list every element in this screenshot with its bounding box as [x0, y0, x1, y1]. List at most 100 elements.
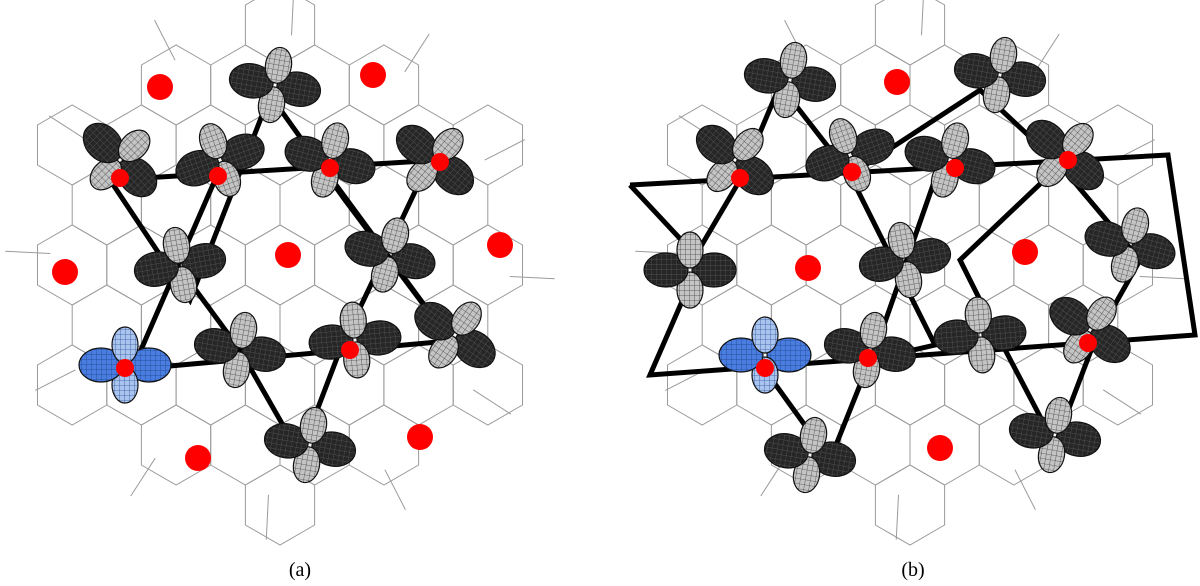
orbital-lobe [887, 221, 916, 259]
lattice-site [487, 232, 513, 258]
orbital-lobe [220, 133, 265, 171]
lattice-site [275, 242, 301, 268]
orbital-lobe [1056, 421, 1102, 457]
orbital-lobe [791, 66, 837, 102]
orbital-lobe [193, 328, 239, 364]
lattice-site [52, 259, 78, 285]
orbital-lobe [276, 71, 322, 107]
orbital-lobe [228, 63, 274, 99]
grid-spoke [1014, 469, 1036, 510]
orbital [1084, 207, 1176, 283]
orbital-lobe [643, 252, 689, 288]
grid-spoke [472, 389, 512, 415]
orbital [308, 301, 402, 379]
lattice-site [843, 163, 861, 181]
orbital-lobe [731, 127, 764, 162]
orbital-lobe [370, 256, 399, 293]
orbital [175, 123, 265, 197]
grid-spoke [35, 369, 76, 391]
grid-spoke [154, 20, 176, 61]
bond-line [167, 158, 433, 461]
grid-lines [5, 0, 555, 546]
grid-spoke [1034, 33, 1060, 73]
orbital [1049, 296, 1131, 364]
lattice-site [1012, 239, 1038, 265]
lattice-site [1059, 151, 1077, 169]
grid-spoke [290, 0, 294, 36]
orbital-lobe [263, 423, 309, 459]
orbital-lobe [981, 315, 1027, 351]
orbital-lobe [1088, 324, 1131, 364]
orbital-lobe [706, 158, 739, 193]
orbital [1025, 119, 1105, 191]
grid-cell [140, 404, 212, 486]
orbital-lobe [453, 329, 496, 369]
orbital [133, 226, 227, 304]
lattice-sites [52, 62, 513, 471]
orbital-lobe [743, 58, 789, 94]
orbital-lobe [695, 124, 738, 165]
grid-spoke [635, 250, 681, 255]
grid-cell [244, 464, 316, 546]
orbital-lobe [229, 311, 258, 349]
grid-cell [452, 344, 523, 426]
orbital-lobe [311, 431, 357, 467]
orbital-lobe [1001, 61, 1047, 97]
orbital-lobe [339, 301, 367, 339]
grid-spoke [1139, 275, 1185, 280]
grid-cell [840, 404, 911, 486]
lattice-site [946, 159, 964, 177]
lattice-site [147, 74, 173, 100]
orbital-lobe [1130, 233, 1176, 270]
bond-line [124, 337, 461, 373]
orbital [263, 406, 357, 484]
grid-spoke [509, 275, 555, 280]
orbital-lobe [1121, 207, 1150, 244]
grid-cell [348, 404, 420, 486]
orbital [344, 217, 436, 293]
orbital-lobe [941, 122, 970, 159]
lattice-site [859, 349, 877, 367]
orbital-lobes [643, 36, 1176, 494]
lattice-site [431, 153, 449, 171]
lattice-site [209, 167, 227, 185]
orbital-lobe [111, 326, 139, 364]
orbital-lobe [850, 128, 895, 166]
orbital-lobe [718, 337, 764, 373]
orbital-lobe [1110, 246, 1139, 283]
orbital-lobe [428, 334, 459, 369]
grid-cell [874, 0, 946, 66]
orbital-lobe [390, 243, 436, 280]
grid-spoke [920, 0, 924, 36]
orbital-lobe [751, 316, 779, 354]
orbital-lobe [933, 319, 979, 355]
orbital [805, 118, 895, 192]
lattice-sites [731, 69, 1097, 461]
grid-spoke [265, 494, 270, 540]
lattice-site [360, 62, 386, 88]
orbital-lobe [904, 135, 950, 172]
lattice-site [927, 435, 953, 461]
grid-cell [452, 224, 523, 306]
lattice-site [116, 359, 134, 377]
grid-spoke [48, 115, 88, 141]
orbital-lobe [414, 301, 457, 341]
orbital-lobe [116, 156, 158, 198]
orbital-lobe [779, 41, 808, 79]
highlighted-orbital [718, 316, 812, 394]
grid-cell [874, 464, 946, 546]
orbital-lobe [1008, 413, 1054, 449]
lattice-site [341, 341, 359, 359]
orbital-lobe [356, 320, 402, 356]
orbital-lobe [381, 217, 410, 254]
orbital [414, 301, 496, 369]
orbital-lobe [169, 266, 198, 304]
orbital-lobe [82, 122, 124, 164]
orbital-lobe [175, 149, 220, 187]
highlighted-orbital [78, 326, 172, 404]
panel-b: (b) [628, 0, 1198, 581]
lattice-site [1079, 334, 1097, 352]
orbital [904, 122, 996, 198]
orbital-lobe [1084, 220, 1130, 257]
